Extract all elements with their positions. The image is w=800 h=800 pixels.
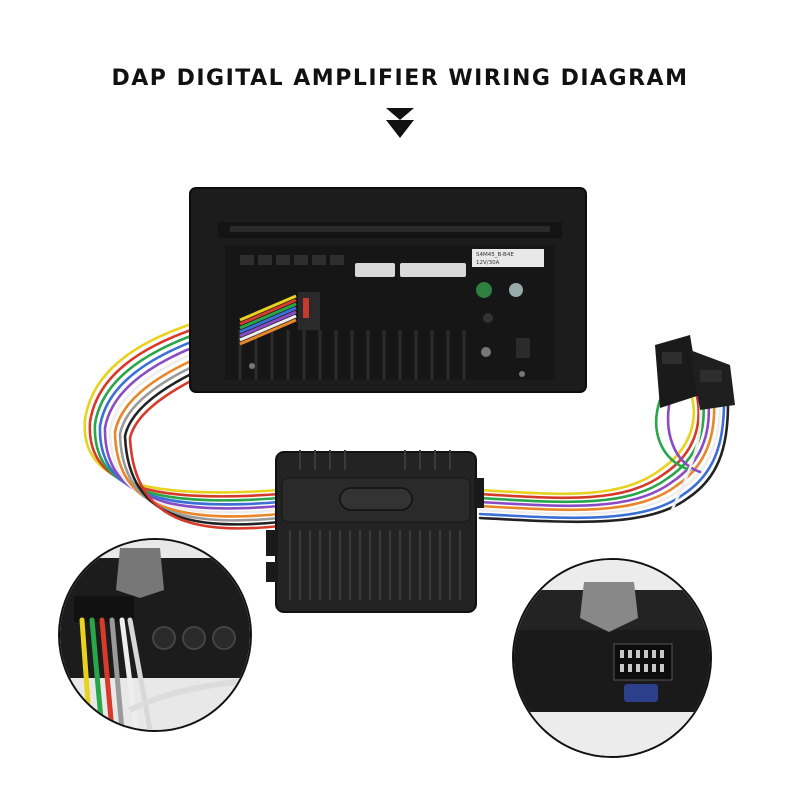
inset-detail-amplifier-port xyxy=(512,558,712,758)
sticker-text-line-1: S4M45_B-B4E xyxy=(476,252,514,258)
inset-detail-rca-connector xyxy=(58,538,252,732)
right-wire-bundle xyxy=(478,388,730,524)
double-chevron-down-icon xyxy=(386,108,414,138)
sticker-text-line-2: 12V/30A xyxy=(476,260,500,266)
amplifier-box xyxy=(266,450,484,613)
head-unit: S4M45_B-B4E 12V/30A xyxy=(189,187,587,393)
iso-connectors xyxy=(655,335,735,410)
head-unit-wire-stub xyxy=(239,294,297,346)
device-label-sticker: S4M45_B-B4E 12V/30A xyxy=(476,252,514,266)
page-title: DAP DIGITAL AMPLIFIER WIRING DIAGRAM xyxy=(111,66,689,91)
